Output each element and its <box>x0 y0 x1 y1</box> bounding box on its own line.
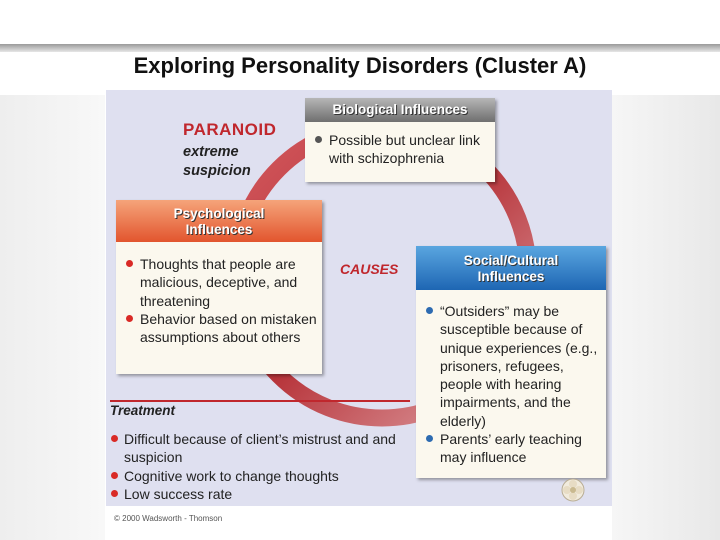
list-item: Parents’ early teaching may influence <box>424 430 602 467</box>
background-right <box>612 95 720 540</box>
list-item: “Outsiders” may be susceptible because o… <box>424 302 602 430</box>
list-item-text: Possible but unclear link with schizophr… <box>329 132 480 167</box>
diagram-figure: PARANOID extreme suspicion CAUSES Biolog… <box>106 90 612 528</box>
flower-decoration-icon <box>561 478 585 502</box>
list-item: Difficult because of client’s mistrust a… <box>110 430 410 467</box>
slide-title: Exploring Personality Disorders (Cluster… <box>133 53 587 78</box>
list-item-text: Low success rate <box>124 485 233 502</box>
disorder-name: PARANOID <box>183 120 277 139</box>
biological-list: Possible but unclear link with schizophr… <box>305 122 495 168</box>
list-item: Behavior based on mistaken assumptions a… <box>124 310 318 347</box>
treatment-list: Difficult because of client’s mistrust a… <box>110 430 410 503</box>
psychological-influences-box: Psychological Influences Thoughts that p… <box>116 200 322 374</box>
biological-heading: Biological Influences <box>305 98 495 122</box>
bullet-icon <box>111 489 118 497</box>
bullet-icon <box>426 435 433 443</box>
copyright-note: © 2000 Wadsworth - Thomson <box>106 506 612 528</box>
bullet-icon <box>126 314 133 322</box>
social-heading-line2: Influences <box>477 269 545 284</box>
disorder-desc-line2: suspicion <box>183 163 251 179</box>
list-item: Thoughts that people are malicious, dece… <box>124 255 318 310</box>
social-list: “Outsiders” may be susceptible because o… <box>416 290 606 467</box>
list-item: Possible but unclear link with schizophr… <box>313 131 489 168</box>
list-item: Cognitive work to change thoughts <box>110 467 410 485</box>
psychological-heading: Psychological Influences <box>116 200 322 242</box>
psychological-heading-line2: Influences <box>185 222 253 237</box>
list-item: Low success rate <box>110 485 410 503</box>
list-item-text: Difficult because of client’s mistrust a… <box>124 431 396 466</box>
social-heading-line1: Social/Cultural <box>463 253 559 268</box>
title-rule <box>0 44 720 52</box>
bullet-icon <box>111 471 118 479</box>
bullet-icon <box>126 260 133 267</box>
bullet-icon <box>426 307 433 314</box>
biological-influences-box: Biological Influences Possible but uncle… <box>305 98 495 182</box>
list-item-text: Behavior based on mistaken assumptions a… <box>140 310 317 346</box>
psychological-heading-line1: Psychological <box>173 206 265 221</box>
treatment-heading: Treatment <box>110 400 410 418</box>
bullet-icon <box>111 435 118 442</box>
bullet-icon <box>315 136 322 143</box>
list-item-text: “Outsiders” may be susceptible because o… <box>440 303 598 429</box>
psychological-list: Thoughts that people are malicious, dece… <box>116 242 322 346</box>
causes-label: CAUSES <box>340 261 399 277</box>
background-left <box>0 95 105 540</box>
list-item-text: Parents’ early teaching may influence <box>440 431 582 466</box>
list-item-text: Cognitive work to change thoughts <box>124 467 339 484</box>
social-heading: Social/Cultural Influences <box>416 246 606 290</box>
social-cultural-influences-box: Social/Cultural Influences “Outsiders” m… <box>416 246 606 478</box>
disorder-desc-line1: extreme <box>183 144 239 160</box>
disorder-description: extreme suspicion <box>183 143 251 181</box>
list-item-text: Thoughts that people are malicious, dece… <box>140 256 298 309</box>
